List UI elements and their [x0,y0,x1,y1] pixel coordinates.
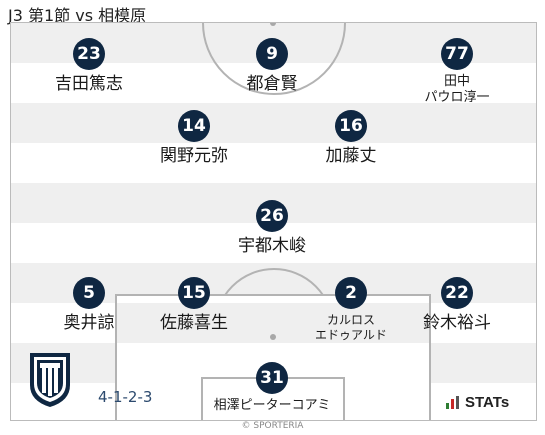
player-name: 相澤ピーターコアミ [213,398,331,413]
player-number-badge: 31 [256,362,288,394]
team-crest-icon [28,351,72,413]
player-number-badge: 77 [441,38,473,70]
player-number-badge: 14 [178,110,210,142]
player-name: カルロス エドゥアルド [315,313,387,342]
player-name: 鈴木裕斗 [423,313,491,333]
player-number-badge: 2 [335,277,367,309]
player-number-badge: 26 [256,200,288,232]
player-number-badge: 23 [73,38,105,70]
center-spot [270,23,276,26]
player-number-badge: 16 [335,110,367,142]
formation-label: 4-1-2-3 [98,388,153,406]
pitch-stripe [11,103,536,143]
player-name: 佐藤喜生 [160,313,228,333]
player-number-badge: 9 [256,38,288,70]
player-number-badge: 5 [73,277,105,309]
player-name: 吉田篤志 [55,74,123,94]
player-name: 加藤丈 [325,146,377,166]
player-number-badge: 15 [178,277,210,309]
penalty-spot [270,334,276,340]
copyright-text: © SPORTERIA [241,421,304,431]
stats-brand: STATs [446,394,509,411]
match-title: J3 第1節 vs 相模原 [8,6,147,25]
player-name: 宇都木峻 [238,236,306,256]
player-name: 奥井諒 [63,313,115,333]
player-name: 関野元弥 [160,146,228,166]
stats-brand-text: STATs [465,394,510,411]
player-name: 田中 パウロ淳一 [424,74,490,105]
player-name: 都倉賢 [246,74,298,94]
stats-bars-icon [446,396,459,409]
player-number-badge: 22 [441,277,473,309]
